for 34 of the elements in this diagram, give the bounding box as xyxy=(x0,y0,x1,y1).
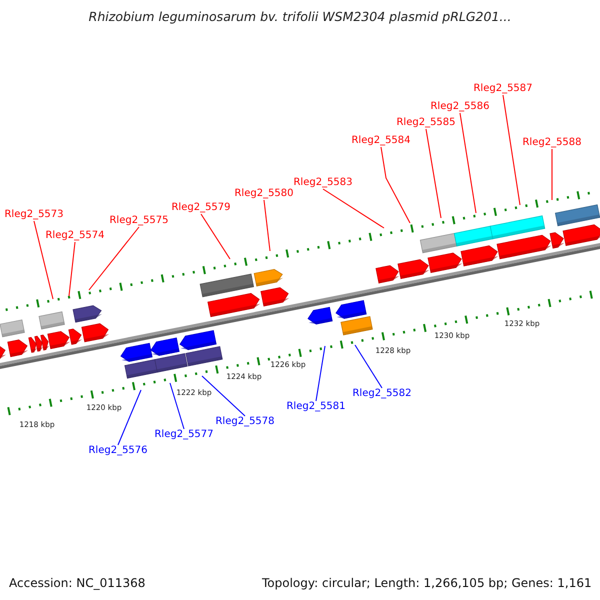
gene-label: Rleg2_5577 xyxy=(154,430,214,440)
leader-line xyxy=(200,214,230,260)
leader-line xyxy=(380,146,410,224)
title: Rhizobium leguminosarum bv. trifolii WSM2304 plasmid pRLG201... xyxy=(88,11,512,24)
gene-label: Rleg2_5588 xyxy=(522,138,582,148)
leader-line xyxy=(354,344,382,388)
leader-line xyxy=(202,376,246,416)
gene-label: Rleg2_5583 xyxy=(293,178,353,188)
footer-text: Accession: NC_011368 xyxy=(9,577,146,589)
leader-line xyxy=(170,382,184,430)
gene-label: Rleg2_5586 xyxy=(430,102,490,112)
gene-label: Rleg2_5580 xyxy=(234,189,294,199)
gene-label: Rleg2_5585 xyxy=(396,118,456,128)
leader-line xyxy=(316,346,326,402)
leader-line xyxy=(34,220,54,300)
leader-line xyxy=(68,242,76,296)
gene-label: Rleg2_5587 xyxy=(473,84,533,94)
leader-line xyxy=(426,128,442,218)
leader-line xyxy=(118,390,142,446)
gene-label: Rleg2_5579 xyxy=(171,203,231,213)
leader-line xyxy=(502,94,520,206)
leader-line xyxy=(88,226,140,290)
gene-label: Rleg2_5573 xyxy=(4,210,64,220)
gene-label: Rleg2_5578 xyxy=(215,417,275,427)
footer-text: Topology: circular; Length: 1,266,105 bp; Genes: 1,161 xyxy=(262,577,592,589)
gene-label: Rleg2_5581 xyxy=(286,402,346,412)
leader-line xyxy=(460,112,476,214)
gene-label: Rleg2_5575 xyxy=(109,216,169,226)
gene-label: Rleg2_5582 xyxy=(352,389,412,399)
gene-label: Rleg2_5584 xyxy=(351,136,411,146)
gene-label: Rleg2_5574 xyxy=(45,231,105,241)
gene-label: Rleg2_5576 xyxy=(88,446,148,456)
leader-line xyxy=(322,188,384,228)
leader-line xyxy=(264,200,270,252)
